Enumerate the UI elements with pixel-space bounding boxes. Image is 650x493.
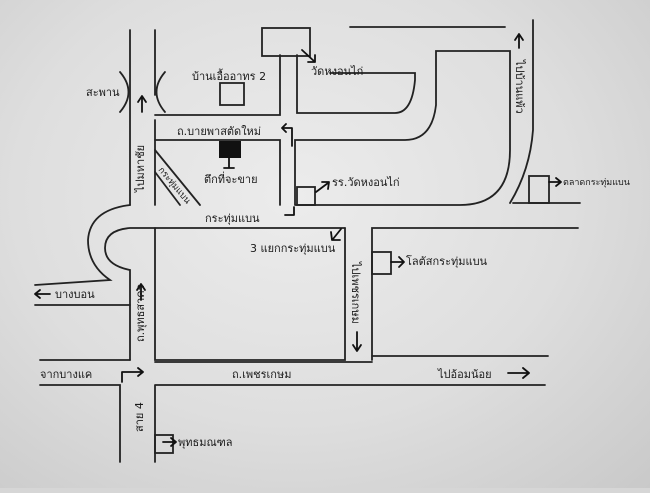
arrow-phutthamonthon xyxy=(162,437,177,447)
label-phutthamonthon: พุทธมณฑล xyxy=(178,436,233,449)
arrow-bang-khae-turn xyxy=(121,367,144,383)
road-phetkasem-south xyxy=(39,384,546,463)
arrow-krathum-turn xyxy=(284,206,295,216)
arrow-school xyxy=(315,181,330,193)
label-phetkasem-road: ถ.เพชรเกษม xyxy=(232,368,291,381)
market-building xyxy=(528,175,550,204)
label-bridge: สะพาน xyxy=(86,86,120,99)
label-junction: 3 แยกกระทุ่มแบน xyxy=(250,242,336,255)
bridge-arc-right xyxy=(155,71,166,113)
label-krathum-baen-road: กระทุ่มแบน xyxy=(205,212,260,225)
arrow-junction xyxy=(330,228,342,241)
label-to-mahachai: ไปมหาชัย xyxy=(134,145,147,193)
label-to-phetkasem: ไปเพชรเกษม xyxy=(349,261,362,324)
arrow-temple xyxy=(301,49,316,63)
label-from-bang-khae: จากบางแค xyxy=(40,368,92,381)
road-krathum-baen-south xyxy=(104,227,346,361)
bridge-arc-left xyxy=(119,71,130,113)
arrow-om-noi xyxy=(507,367,530,379)
arrow-market xyxy=(548,177,562,187)
arrow-mahachai xyxy=(137,95,147,113)
label-housing: บ้านเอื้ออาทร 2 xyxy=(192,68,266,83)
building-for-sale-icon xyxy=(219,141,241,158)
label-to-om-noi: ไปอ้อมน้อย xyxy=(437,368,492,381)
curved-road-west xyxy=(294,50,511,206)
road-lotus-north xyxy=(371,227,579,361)
block-junction xyxy=(154,227,346,361)
label-to-ban-phaeo: ไปบ้านแพ้ว xyxy=(513,59,526,114)
label-temple-school: รร.วัดหงอนไก่ xyxy=(332,176,400,189)
arrow-ban-phaeo xyxy=(514,33,524,49)
label-temple: วัดหงอนไก่ xyxy=(311,65,363,78)
label-building-for-sale: ตึกที่จะขาย xyxy=(204,171,258,186)
temple-building xyxy=(261,27,311,57)
roads xyxy=(34,19,581,463)
label-lotus: โลตัสกระทุ่มแบน xyxy=(406,254,488,268)
arrow-bypass-turn xyxy=(281,123,293,147)
label-phutthasakhon-road: ถ.พุทธสาคร xyxy=(134,284,147,342)
building-pointer xyxy=(223,157,235,169)
arrows xyxy=(34,33,562,447)
label-bypass-road: ถ.บายพาสตัดใหม่ xyxy=(177,125,261,138)
arrow-lotus xyxy=(390,256,405,268)
diagonal-road xyxy=(154,149,201,206)
arrow-bang-bon xyxy=(34,289,51,299)
block-temple xyxy=(296,54,416,114)
road-phetkasem-north xyxy=(39,359,373,363)
label-bang-bon: บางบอน xyxy=(55,288,95,301)
block-sale xyxy=(154,139,281,206)
labels: สะพาน บ้านเอื้ออาทร 2 วัดหงอนไก่ ถ.บายพา… xyxy=(40,59,630,449)
school-building xyxy=(296,186,316,206)
housing-building xyxy=(219,82,245,106)
arrow-phutthasakhon xyxy=(136,283,146,301)
label-line-4: สาย 4 xyxy=(133,402,146,432)
block-housing xyxy=(154,54,281,116)
lotus-building xyxy=(371,251,392,275)
label-krathum-baen-diag: กระทุ่มแบน xyxy=(156,166,192,207)
road-krathum-baen-north xyxy=(34,204,131,286)
label-market: ตลาดกระทุ่มแบน xyxy=(563,178,630,188)
arrow-phetkasem xyxy=(352,331,362,352)
